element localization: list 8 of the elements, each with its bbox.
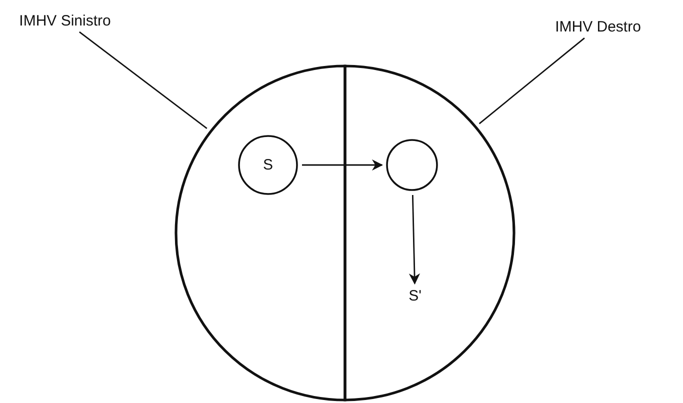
leader-line: [478, 37, 585, 124]
region-label: IMHV Sinistro: [19, 12, 111, 30]
arrow: [302, 159, 384, 171]
leader-line: [79, 31, 208, 129]
arrow: [408, 194, 420, 285]
symbol-label: S: [263, 156, 273, 174]
symbol-label: S': [408, 288, 422, 304]
region-label: IMHV Destro: [555, 18, 641, 36]
